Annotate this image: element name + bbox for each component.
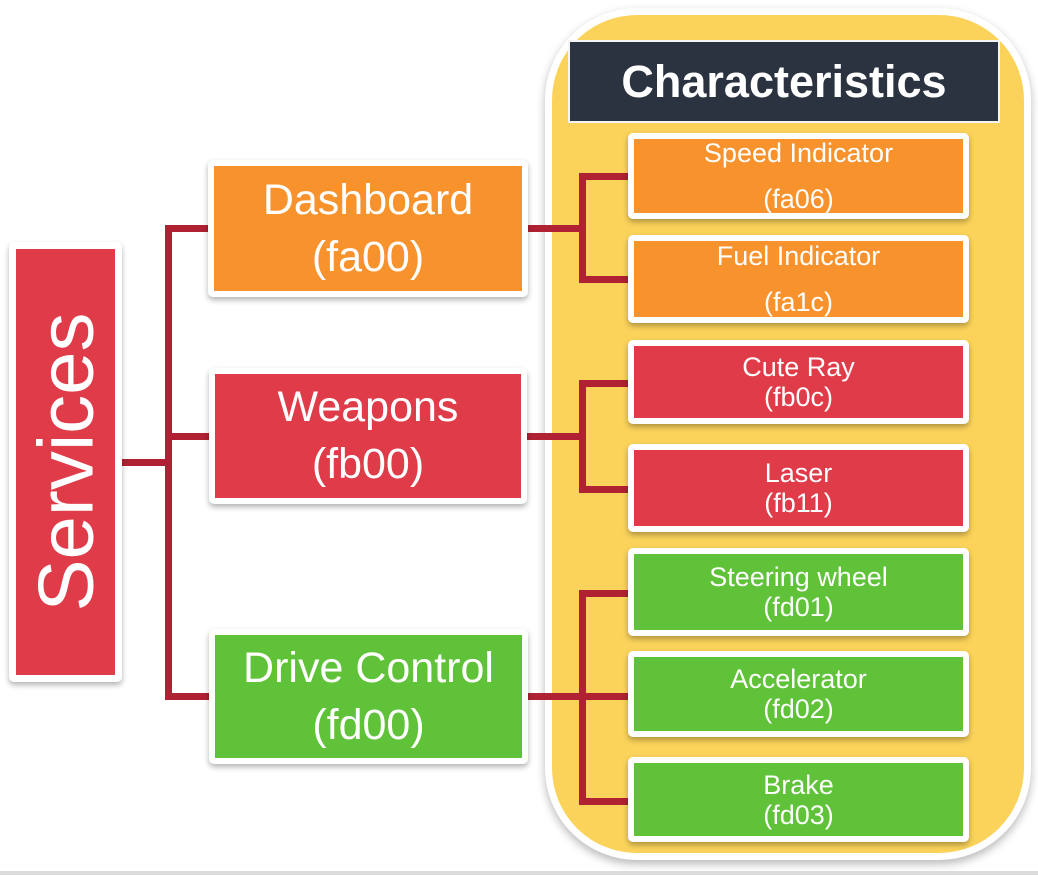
char-name: Speed Indicator [703,138,894,168]
char-uuid: (fb11) [764,488,833,518]
connector-dashboard-branch-left [165,225,215,232]
char-name: Fuel Indicator [716,241,881,271]
char-uuid: (fa06) [763,184,834,214]
connector-dashboard-h-right [523,225,585,232]
service-name: Weapons [277,383,459,431]
service-box-drive: Drive Control (fd00) [209,629,528,764]
service-name: Dashboard [262,175,474,224]
char-name: Cute Ray [742,352,855,382]
char-name: Laser [764,458,833,488]
connector-brake-branch [579,798,635,805]
connector-weapons-trunk [579,380,586,493]
connector-services-h [118,459,170,466]
char-box-cuteray: Cute Ray (fb0c) [628,340,969,424]
connector-drive-branch-left [165,693,215,700]
char-name: Steering wheel [709,562,888,592]
char-uuid: (fd03) [763,799,834,830]
char-uuid: (fd02) [763,694,834,724]
service-box-dashboard: Dashboard (fa00) [208,160,528,297]
char-box-speed: Speed Indicator (fa06) [628,133,969,219]
char-name: Brake [763,769,834,800]
connector-laser-branch [579,486,635,493]
connector-steering-branch [579,590,635,597]
services-label: Services [21,312,110,612]
connector-fuel-branch [579,276,635,283]
service-uuid: (fb00) [311,440,425,488]
slide-bottom-border [0,871,1038,875]
char-uuid: (fb0c) [763,382,834,412]
char-box-laser: Laser (fb11) [628,444,969,532]
service-uuid: (fa00) [311,232,425,281]
connector-cuteray-branch [579,380,635,387]
connector-speed-branch [579,173,635,180]
char-box-brake: Brake (fd03) [628,757,969,842]
characteristics-header: Characteristics [568,40,1000,123]
service-name: Drive Control [243,643,494,692]
connector-drive-trunk [579,590,586,805]
char-uuid: (fd01) [763,592,834,622]
char-box-fuel: Fuel Indicator (fa1c) [628,235,969,323]
char-box-steering: Steering wheel (fd01) [628,548,969,636]
characteristics-title: Characteristics [621,55,947,107]
connector-dashboard-trunk [579,173,586,283]
char-box-accelerator: Accelerator (fd02) [628,651,969,737]
char-name: Accelerator [730,664,867,694]
services-box: Services [9,242,122,682]
connector-weapons-h-right [523,433,585,440]
connector-left-trunk [165,225,172,700]
service-uuid: (fd00) [312,700,425,749]
connector-weapons-branch-left [165,433,215,440]
char-uuid: (fa1c) [763,287,834,317]
service-box-weapons: Weapons (fb00) [209,368,527,504]
